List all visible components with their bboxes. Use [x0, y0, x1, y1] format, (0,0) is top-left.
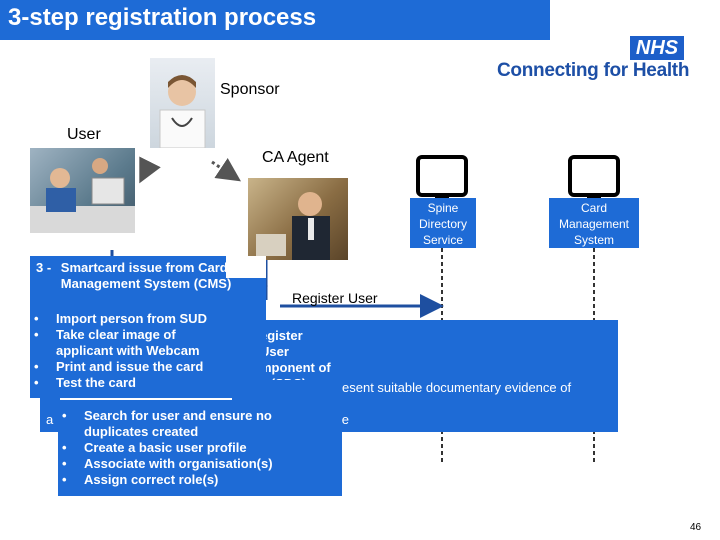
step2-line-2: User [260, 344, 289, 359]
register-user-label: Register User [292, 290, 378, 306]
step3-bullet-3: Print and issue the card [30, 359, 266, 375]
user-photo [30, 148, 135, 233]
step3-bullet-1: Import person from SUD [30, 311, 266, 327]
step3-panel: 3 - Smartcard issue from Card Management… [30, 256, 266, 398]
step3-number: 3 - [36, 260, 52, 275]
step1-tab [40, 398, 60, 432]
step1-panel: Search for user and ensure no duplicates… [58, 400, 342, 496]
step2-line-1: egister [260, 328, 303, 343]
cms-monitor-icon [568, 155, 620, 197]
sponsor-to-user-arrow [139, 156, 161, 184]
cms-label: Card Management System [549, 198, 639, 248]
nhs-logo-tagline: Connecting for Health [497, 60, 690, 81]
step1-bullet-2: Create a basic user profile [58, 440, 342, 456]
slide-title: 3-step registration process [8, 4, 317, 31]
step1-bullets: Search for user and ensure no duplicates… [58, 408, 342, 488]
step1-lead: a [46, 412, 54, 427]
user-scene-icon [30, 158, 135, 233]
user-label: User [67, 126, 101, 143]
sponsor-to-agent-arrow [211, 158, 241, 182]
sponsor-label: Sponsor [220, 81, 280, 98]
ca-agent-figure-icon [256, 192, 330, 260]
ca-agent-label: CA Agent [262, 149, 329, 166]
slide-number: 46 [690, 522, 702, 533]
sds-monitor-icon [416, 155, 468, 197]
sds-label: Spine Directory Service [410, 198, 476, 248]
step3-notch [226, 256, 266, 278]
title-bar [0, 0, 550, 40]
step1-bullet-1: Search for user and ensure no duplicates… [58, 408, 316, 440]
step3-title: Smartcard issue from Card Management Sys… [60, 260, 232, 291]
step2-tail-text: esent suitable documentary evidence of [342, 380, 572, 395]
sponsor-figure-icon [159, 75, 206, 148]
nhs-logo-badge: NHS [630, 36, 684, 60]
step1-bullet-3: Associate with organisation(s) [58, 456, 342, 472]
sponsor-photo [150, 58, 215, 148]
step2-panel: egister User mponent of e (SDS) [232, 320, 618, 391]
step3-bullets: Import person from SUD Take clear image … [30, 311, 266, 391]
ca-agent-photo [248, 178, 348, 260]
step2-line-3: mponent of [260, 360, 331, 375]
step3-bullet-4: Test the card [30, 375, 266, 391]
step3-heading: 3 - Smartcard issue from Card Management… [36, 260, 262, 292]
step1-bullet-4: Assign correct role(s) [58, 472, 342, 488]
step3-bullet-2: Take clear image of applicant with Webca… [30, 327, 226, 359]
